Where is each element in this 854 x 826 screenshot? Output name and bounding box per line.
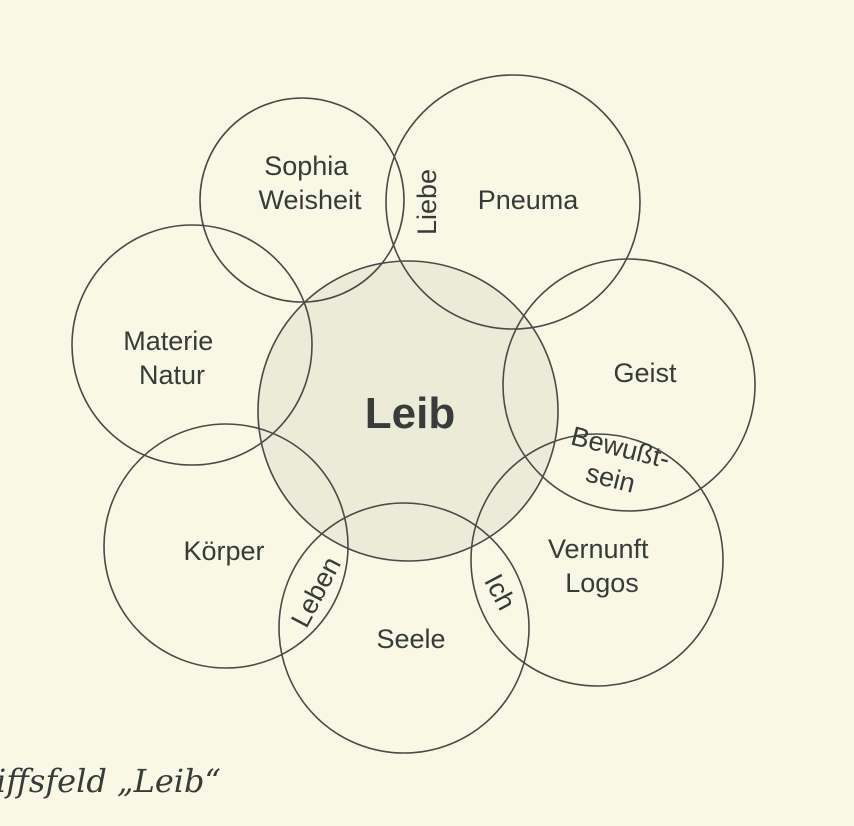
label-geist: Geist [613,358,677,388]
figure-caption: iffsfeld „Leib“ [0,762,221,800]
center-label: Leib [365,389,455,438]
circle-pneuma [385,74,641,330]
circle-materie [71,224,313,466]
label-koerper: Körper [183,536,264,566]
label-pneuma: Pneuma [478,185,580,215]
label-leben: Leben [285,552,347,632]
label-ich: Ich [478,569,521,615]
label-sophia: Sophia Weisheit [258,151,362,215]
label-liebe: Liebe [412,169,442,235]
label-vernunft: Vernunft Logos [548,534,656,598]
circle-sophia [199,97,405,303]
label-materie: Materie Natur [123,326,221,390]
label-bewusstsein: Bewußt- sein [560,421,680,507]
circle-geist [502,258,756,512]
label-seele: Seele [376,624,445,654]
circle-seele [278,502,530,754]
circle-vernunft [470,433,724,687]
circle-koerper [103,423,349,669]
